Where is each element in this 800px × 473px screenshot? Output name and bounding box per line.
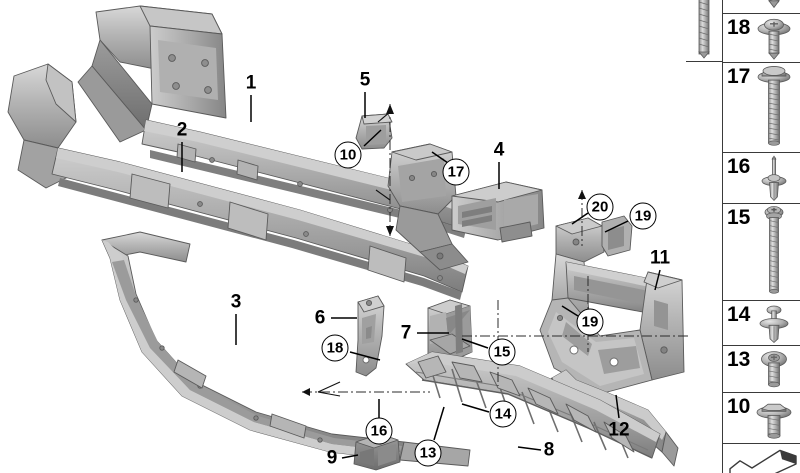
legend-cell-10[interactable]: 10 — [723, 392, 800, 443]
callout-circle-label: 10 — [339, 146, 357, 164]
callout-12: 12 — [608, 419, 630, 441]
legend-cell-16[interactable]: 16 — [723, 152, 800, 203]
legend-cell-14[interactable]: 14 — [723, 300, 800, 345]
callout-circle-label: 20 — [591, 198, 609, 216]
callout-14-circled: 14 — [489, 400, 517, 428]
callout-6: 6 — [314, 307, 326, 329]
callout-4: 4 — [493, 139, 505, 161]
part-2-impact-bar — [7, 63, 469, 300]
callout-7: 7 — [400, 322, 412, 344]
legend-cell-13[interactable]: 13 — [723, 345, 800, 392]
flange-head-screw-icon — [749, 14, 799, 62]
hex-flange-bolt-short-icon — [749, 393, 799, 443]
callout-10-circled: 10 — [334, 141, 362, 169]
callout-circle-label: 15 — [493, 343, 511, 361]
part-7-crush-rib — [427, 299, 473, 363]
callout-9: 9 — [326, 447, 338, 469]
legend-item-number: 10 — [727, 395, 751, 418]
part-4-module-housing — [451, 181, 545, 243]
callout-13-circled: 13 — [414, 439, 442, 467]
bolt-partial-icon — [749, 0, 799, 13]
callout-2: 2 — [176, 119, 188, 141]
callout-8: 8 — [543, 439, 555, 461]
legend-overflow-column — [686, 0, 722, 62]
legend-cell-18[interactable]: 18 — [723, 13, 800, 62]
callout-18-circled: 18 — [321, 334, 349, 362]
callout-15-circled: 15 — [488, 338, 516, 366]
callout-circle-label: 19 — [581, 313, 599, 331]
callout-circle-label: 17 — [447, 163, 465, 181]
legend-cell-17[interactable]: 17 — [723, 62, 800, 152]
callout-17-circled: 17 — [442, 158, 470, 186]
callout-circle-label: 18 — [326, 339, 344, 357]
legend-item-number: 17 — [727, 65, 751, 88]
legend-item-number: 16 — [727, 155, 751, 178]
legend-cell-partial-bottom[interactable] — [723, 443, 800, 473]
assembly-artwork — [7, 5, 690, 471]
part-6-tall-bracket — [355, 295, 385, 377]
callout-11: 11 — [649, 247, 671, 269]
torx-pan-head-screw-icon — [749, 346, 799, 392]
bolt-shank-overflow-icon — [698, 0, 710, 59]
callout-circle-label: 13 — [419, 444, 437, 462]
hex-flange-bolt-long-icon — [749, 63, 799, 152]
fastener-legend-column: 18 17 — [722, 0, 800, 473]
legend-item-number: 15 — [727, 206, 751, 229]
sheet-clip-partial-icon — [726, 444, 800, 473]
legend-item-number: 18 — [727, 16, 751, 39]
legend-cell-15[interactable]: 15 — [723, 203, 800, 300]
callout-3: 3 — [230, 291, 242, 313]
expanding-rivet-icon — [749, 153, 799, 203]
callout-1: 1 — [245, 72, 257, 94]
part-11-right-carrier-frame — [539, 215, 685, 395]
callout-16-circled: 16 — [365, 417, 393, 445]
push-pin-rivet-icon — [749, 301, 799, 345]
callout-circle-label: 14 — [494, 405, 512, 423]
part-13-8-energy-absorber — [405, 351, 661, 459]
legend-item-number: 13 — [727, 348, 751, 371]
callout-circle-label: 19 — [634, 207, 652, 225]
torx-bolt-extra-long-icon — [749, 204, 799, 300]
legend-item-number: 14 — [727, 303, 751, 326]
part-5-bump-stop-pad — [355, 113, 393, 150]
legend-cell-partial-top[interactable] — [723, 0, 800, 13]
callout-19b-circled: 19 — [576, 308, 604, 336]
callout-5: 5 — [359, 69, 371, 91]
callout-20-circled: 20 — [586, 193, 614, 221]
callout-circle-label: 16 — [370, 422, 388, 440]
part-1-upper-crash-beam — [77, 5, 471, 238]
callout-19a-circled: 19 — [629, 202, 657, 230]
